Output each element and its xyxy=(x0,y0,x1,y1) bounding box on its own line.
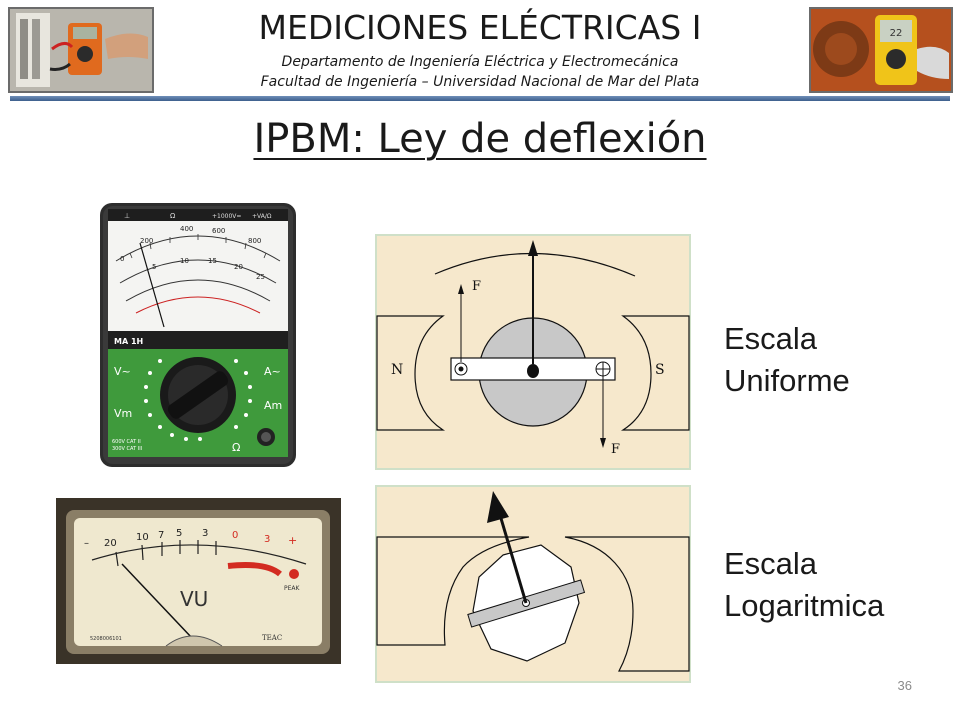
slide-title: IPBM: Ley de deflexión xyxy=(253,116,707,162)
multimeter-model: MA 1H xyxy=(114,337,143,346)
faculty-subtitle: Facultad de Ingeniería – Universidad Nac… xyxy=(260,74,700,90)
page-number: 36 xyxy=(897,678,912,693)
vu-scale-label: 3 xyxy=(264,534,270,545)
department-subtitle: Departamento de Ingeniería Eléctrica y E… xyxy=(281,54,679,70)
terminal-label: +1000V= xyxy=(212,213,241,220)
header-photo-multimeter-left xyxy=(8,7,154,93)
scale-label: 15 xyxy=(208,257,217,265)
range-label: A~ xyxy=(264,365,281,378)
course-title: MEDICIONES ELÉCTRICAS I xyxy=(258,8,702,47)
vu-label: VU xyxy=(180,587,208,611)
scale-label: 600 xyxy=(212,227,225,235)
vu-meter-image: – 20 10 7 5 3 0 3 + VU PEAK 5208006101 T… xyxy=(56,498,341,664)
brand-text: TEAC xyxy=(262,634,282,642)
scale-label: 10 xyxy=(180,257,189,265)
header-divider xyxy=(10,96,950,101)
svg-text:22: 22 xyxy=(890,28,903,39)
vu-scale-label: 0 xyxy=(232,530,238,541)
force-label-bottom: F xyxy=(611,442,620,457)
peak-label: PEAK xyxy=(284,585,301,592)
south-pole-label: S xyxy=(655,362,665,378)
scale-label: 200 xyxy=(140,237,153,245)
spec-text: 300V CAT III xyxy=(112,446,142,452)
label-logarithmic-scale: Escala Logaritmica xyxy=(724,546,885,623)
scale-label: 400 xyxy=(180,225,193,233)
vu-scale-label: 20 xyxy=(104,538,117,549)
range-label: V~ xyxy=(114,365,131,378)
vu-scale-label: 3 xyxy=(202,528,208,539)
serial-text: 5208006101 xyxy=(90,636,122,642)
force-label-top: F xyxy=(472,279,481,294)
north-pole-label: N xyxy=(391,362,403,378)
deflection-diagram-logarithmic xyxy=(375,485,691,683)
range-label: Vm xyxy=(114,407,132,420)
scale-label: 25 xyxy=(256,273,265,281)
scale-label: 0 xyxy=(120,255,124,263)
label-uniform-scale: Escala Uniforme xyxy=(724,321,850,398)
range-label: Am xyxy=(264,399,282,412)
deflection-diagram-uniform: F F N S xyxy=(375,234,691,470)
vu-scale-label: 10 xyxy=(136,532,149,543)
analog-multimeter-image: ⊥ Ω +1000V= +VA/Ω 0 200 400 600 800 5 10… xyxy=(100,203,296,467)
terminal-label: +VA/Ω xyxy=(252,213,272,220)
slide-header: 22 MEDICIONES ELÉCTRICAS I Departamento … xyxy=(0,0,960,104)
vu-scale-label: 5 xyxy=(176,528,182,539)
vu-scale-label: – xyxy=(84,538,89,549)
terminal-label: ⊥ xyxy=(124,212,130,220)
header-photo-multimeter-right: 22 xyxy=(809,7,953,93)
terminal-label: Ω xyxy=(170,212,176,220)
spec-text: 600V CAT II xyxy=(112,439,141,445)
vu-scale-label: + xyxy=(288,534,297,547)
scale-label: 20 xyxy=(234,263,243,271)
vu-scale-label: 7 xyxy=(158,530,164,541)
scale-label: 800 xyxy=(248,237,261,245)
scale-label: 5 xyxy=(152,263,156,271)
range-label: Ω xyxy=(232,441,240,454)
